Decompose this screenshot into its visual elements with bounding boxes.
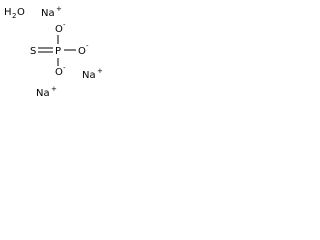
oxygen-top-charge: - <box>63 21 66 29</box>
sulfur: S <box>30 46 36 57</box>
sodium-bottom: Na <box>36 88 50 99</box>
water-h: H <box>4 7 12 18</box>
oxygen-bottom-charge: - <box>63 64 66 72</box>
sodium-top-charge: + <box>56 5 62 13</box>
chemical-structure: H 2 O Na + O - S P O - Na + O - Na + <box>4 5 103 99</box>
water-subscript: 2 <box>12 12 16 20</box>
sodium-top: Na <box>41 8 55 19</box>
oxygen-right-charge: - <box>86 42 89 50</box>
sodium-right-charge: + <box>97 67 103 75</box>
oxygen-right: O <box>78 46 86 57</box>
oxygen-bottom: O <box>55 67 63 78</box>
sodium-bottom-charge: + <box>51 85 57 93</box>
structure-canvas: H 2 O Na + O - S P O - Na + O - Na + <box>0 0 107 103</box>
sodium-right: Na <box>82 70 96 81</box>
phosphorus: P <box>55 46 61 57</box>
oxygen-top: O <box>55 24 63 35</box>
water-o: O <box>17 7 25 18</box>
